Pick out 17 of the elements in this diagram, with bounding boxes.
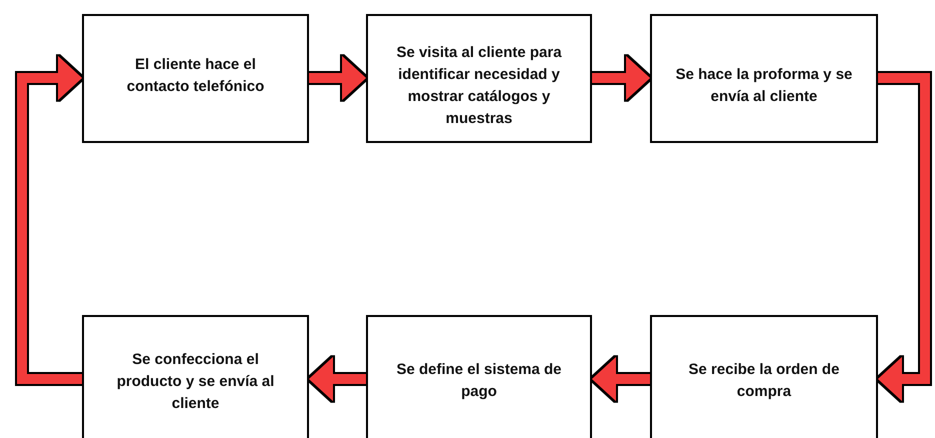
- block-arrow: [592, 357, 650, 401]
- step-text: Se confecciona el producto y se envía al cliente: [116, 350, 276, 414]
- block-arrow: [592, 56, 650, 100]
- block-arrow: [17, 56, 82, 384]
- process-box: [366, 14, 592, 143]
- block-arrow: [309, 56, 366, 100]
- step-text: Se recibe la orden de compra: [688, 360, 840, 402]
- step-text: Se define el sistema de pago: [395, 360, 563, 402]
- process-box: [650, 14, 878, 143]
- process-box: [366, 315, 592, 438]
- process-box: [650, 315, 878, 438]
- process-box: [82, 14, 309, 143]
- step-text: Se visita al cliente para identificar necesidad y mostrar catálogos y muestras: [395, 43, 563, 129]
- process-box: [82, 315, 309, 438]
- step-text: Se hace la proforma y se envía al cliente: [674, 65, 854, 107]
- block-arrow: [309, 357, 366, 401]
- step-text: El cliente hace el contacto telefónico: [126, 55, 266, 97]
